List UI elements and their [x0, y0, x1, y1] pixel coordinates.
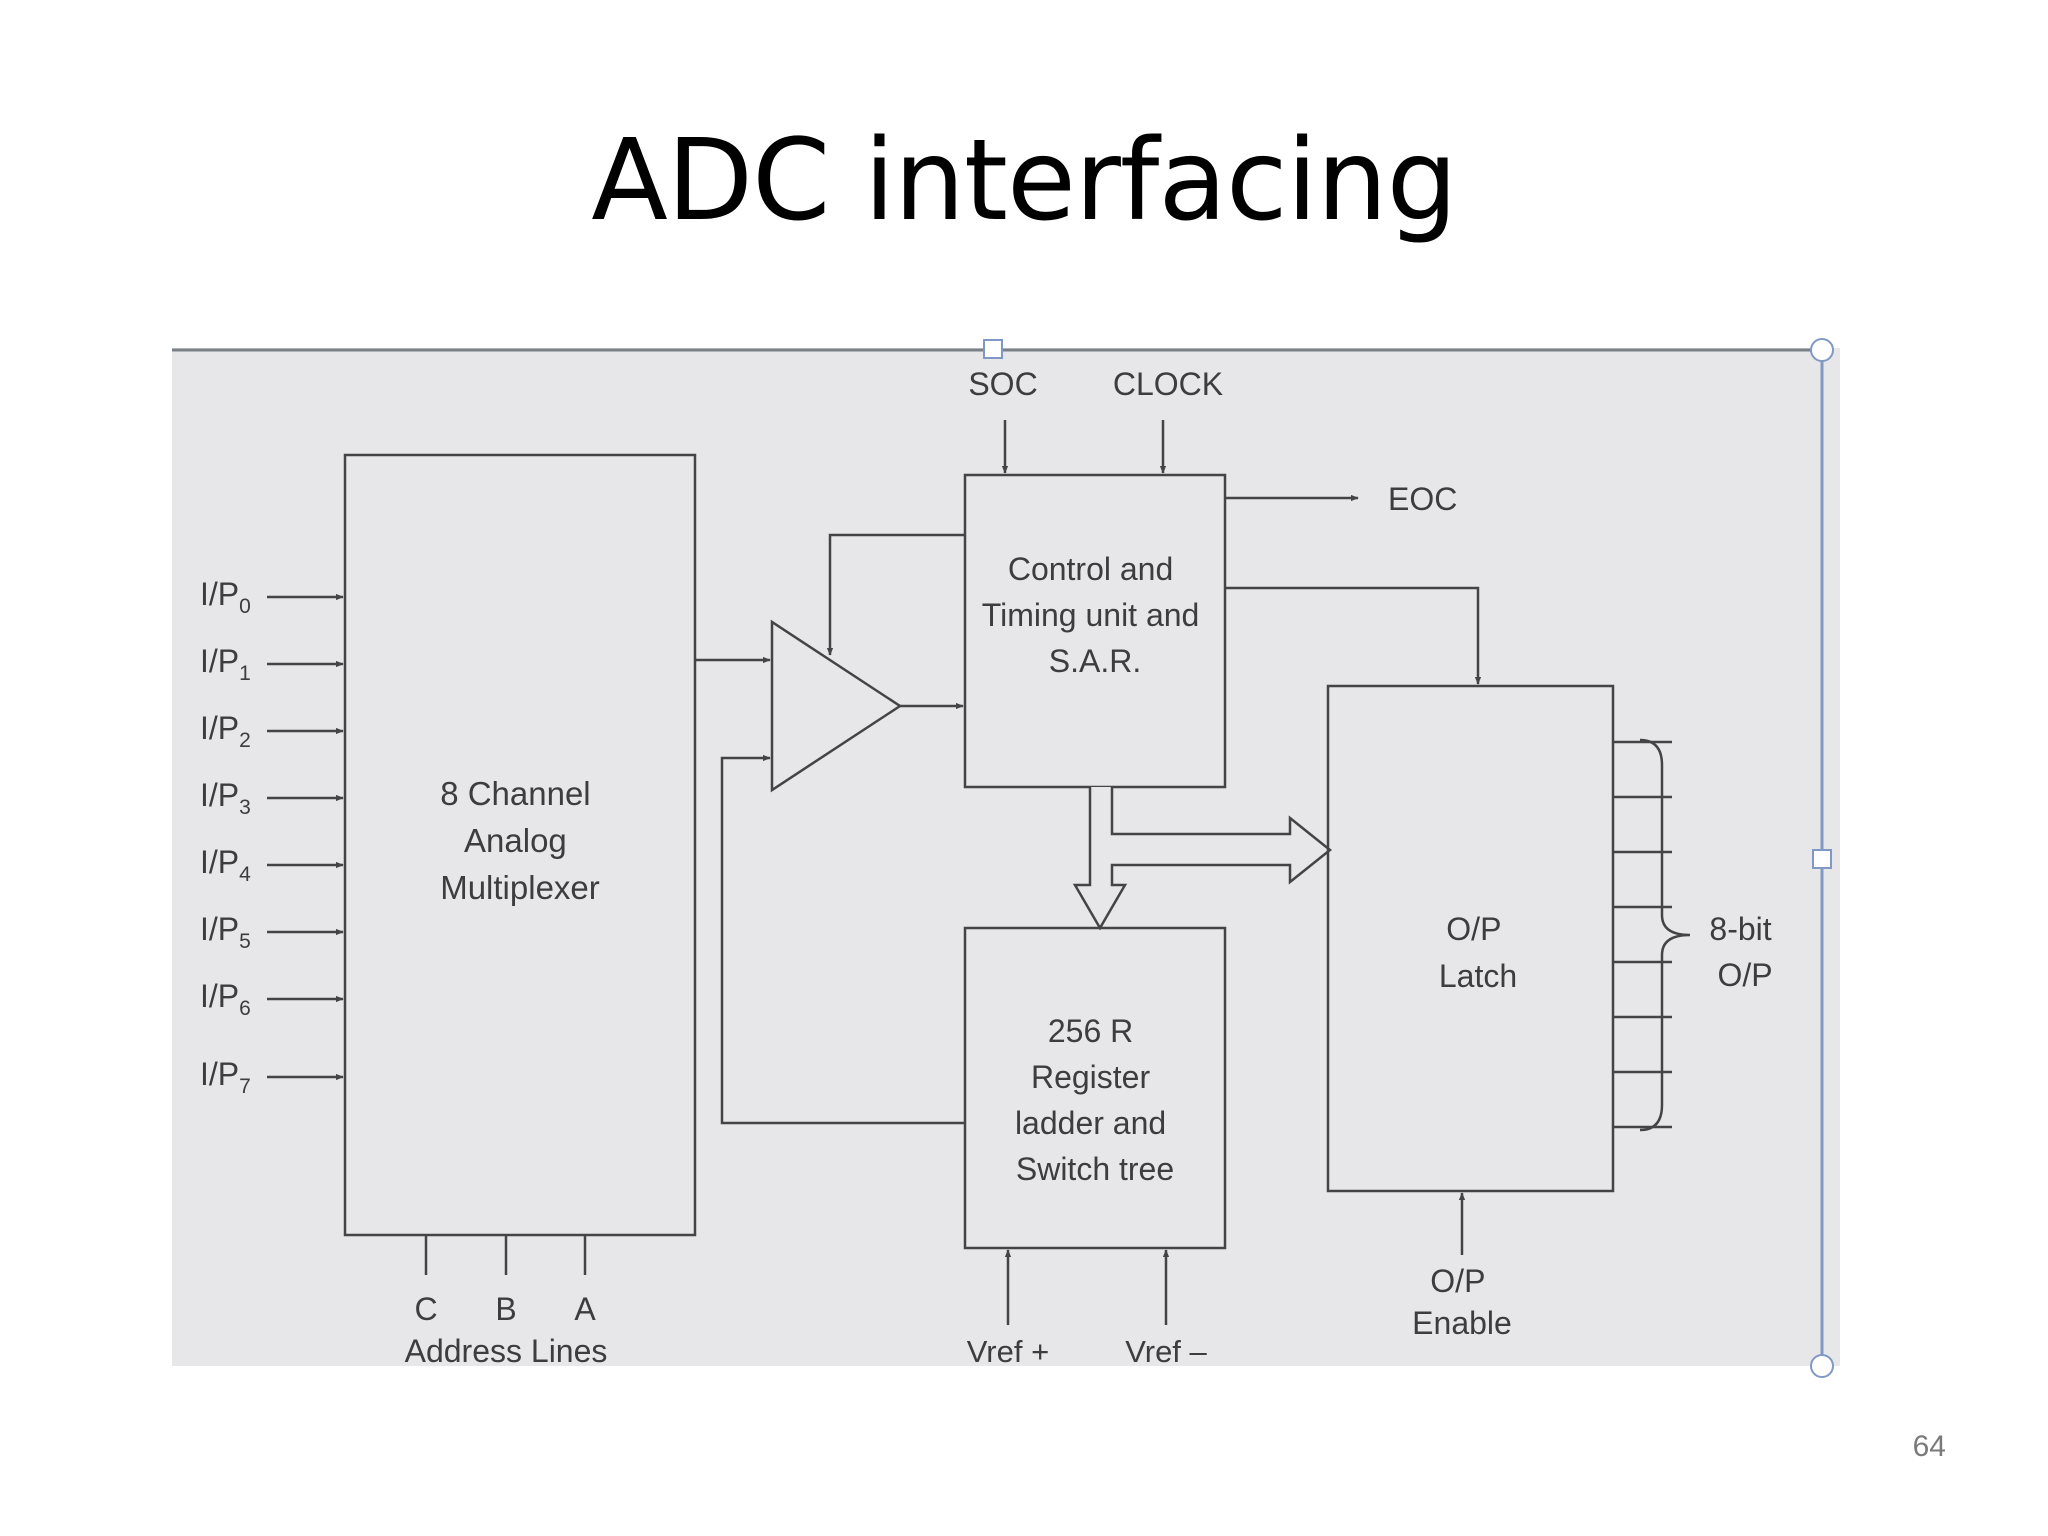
output-label-line: O/P: [1717, 957, 1772, 993]
control-label-line: S.A.R.: [1049, 643, 1141, 679]
ladder-label-line: Switch tree: [1016, 1151, 1174, 1187]
mux-label: 8 Channel Analog Multiplexer: [440, 775, 600, 906]
output-latch-block: [1326, 684, 1615, 1193]
eoc-label: EOC: [1388, 481, 1457, 517]
enable-label-line: Enable: [1412, 1305, 1512, 1341]
input-arrows: [267, 593, 344, 1081]
control-label: Control and Timing unit and S.A.R.: [982, 551, 1208, 679]
input-label: I/P6: [200, 978, 251, 1020]
ladder-block: [963, 926, 1227, 1250]
ladder-label-line: ladder and: [1015, 1105, 1166, 1141]
vref-plus-label: Vref +: [967, 1334, 1049, 1369]
input-label: I/P5: [200, 911, 251, 953]
control-label-line: Timing unit and: [982, 597, 1200, 633]
input-label: I/P3: [200, 777, 251, 819]
comparator: [770, 619, 903, 793]
ladder-label: 256 R Register ladder and Switch tree: [1015, 1013, 1175, 1187]
mux-label-line: Multiplexer: [440, 869, 600, 906]
control-feedback-line: [826, 533, 965, 656]
soc-label: SOC: [968, 366, 1037, 402]
mux-label-line: 8 Channel: [440, 775, 590, 812]
input-label: I/P0: [200, 576, 251, 618]
input-label: I/P1: [200, 643, 251, 685]
slide-title: ADC interfacing: [591, 116, 1457, 246]
latch-label-line: O/P: [1446, 911, 1501, 947]
address-pin-label: C: [414, 1291, 437, 1327]
enable-label: O/P Enable: [1412, 1263, 1512, 1341]
mux-label-line: Analog: [464, 822, 567, 859]
address-pin-label: A: [574, 1291, 596, 1327]
address-lines-label: Address Lines: [405, 1333, 608, 1369]
resize-handle-top[interactable]: [983, 339, 1003, 359]
input-label: I/P7: [200, 1056, 251, 1098]
enable-label-line: O/P: [1430, 1263, 1485, 1299]
vref-minus-label: Vref –: [1125, 1334, 1207, 1369]
output-label-line: 8-bit: [1709, 911, 1771, 947]
output-label: 8-bit O/P: [1709, 911, 1780, 993]
ladder-label-line: 256 R: [1048, 1013, 1133, 1049]
data-bus-arrow: [1072, 787, 1333, 931]
ladder-label-line: Register: [1031, 1059, 1151, 1095]
latch-label: O/P Latch: [1439, 911, 1517, 994]
control-label-line: Control and: [1008, 551, 1173, 587]
control-to-latch-line: [1225, 586, 1482, 685]
resize-handle-bottom-right[interactable]: [1810, 1354, 1834, 1378]
input-labels: I/P0 I/P1 I/P2 I/P3 I/P4 I/P5 I/P6 I/P7: [200, 576, 251, 1098]
address-pin-label: B: [495, 1291, 516, 1327]
output-brace: [1639, 738, 1691, 1132]
input-label: I/P2: [200, 710, 251, 752]
clock-label: CLOCK: [1113, 366, 1223, 402]
resize-handle-right[interactable]: [1812, 849, 1832, 869]
diagram-panel: [172, 348, 1840, 1366]
input-label: I/P4: [200, 844, 251, 886]
address-pins: C B A Address Lines: [405, 1235, 608, 1369]
latch-label-line: Latch: [1439, 958, 1517, 994]
resize-handle-top-right[interactable]: [1810, 338, 1834, 362]
page-number: 64: [1912, 1430, 1946, 1463]
mux-block: [343, 453, 697, 1237]
ladder-feedback-line: [720, 754, 965, 1125]
